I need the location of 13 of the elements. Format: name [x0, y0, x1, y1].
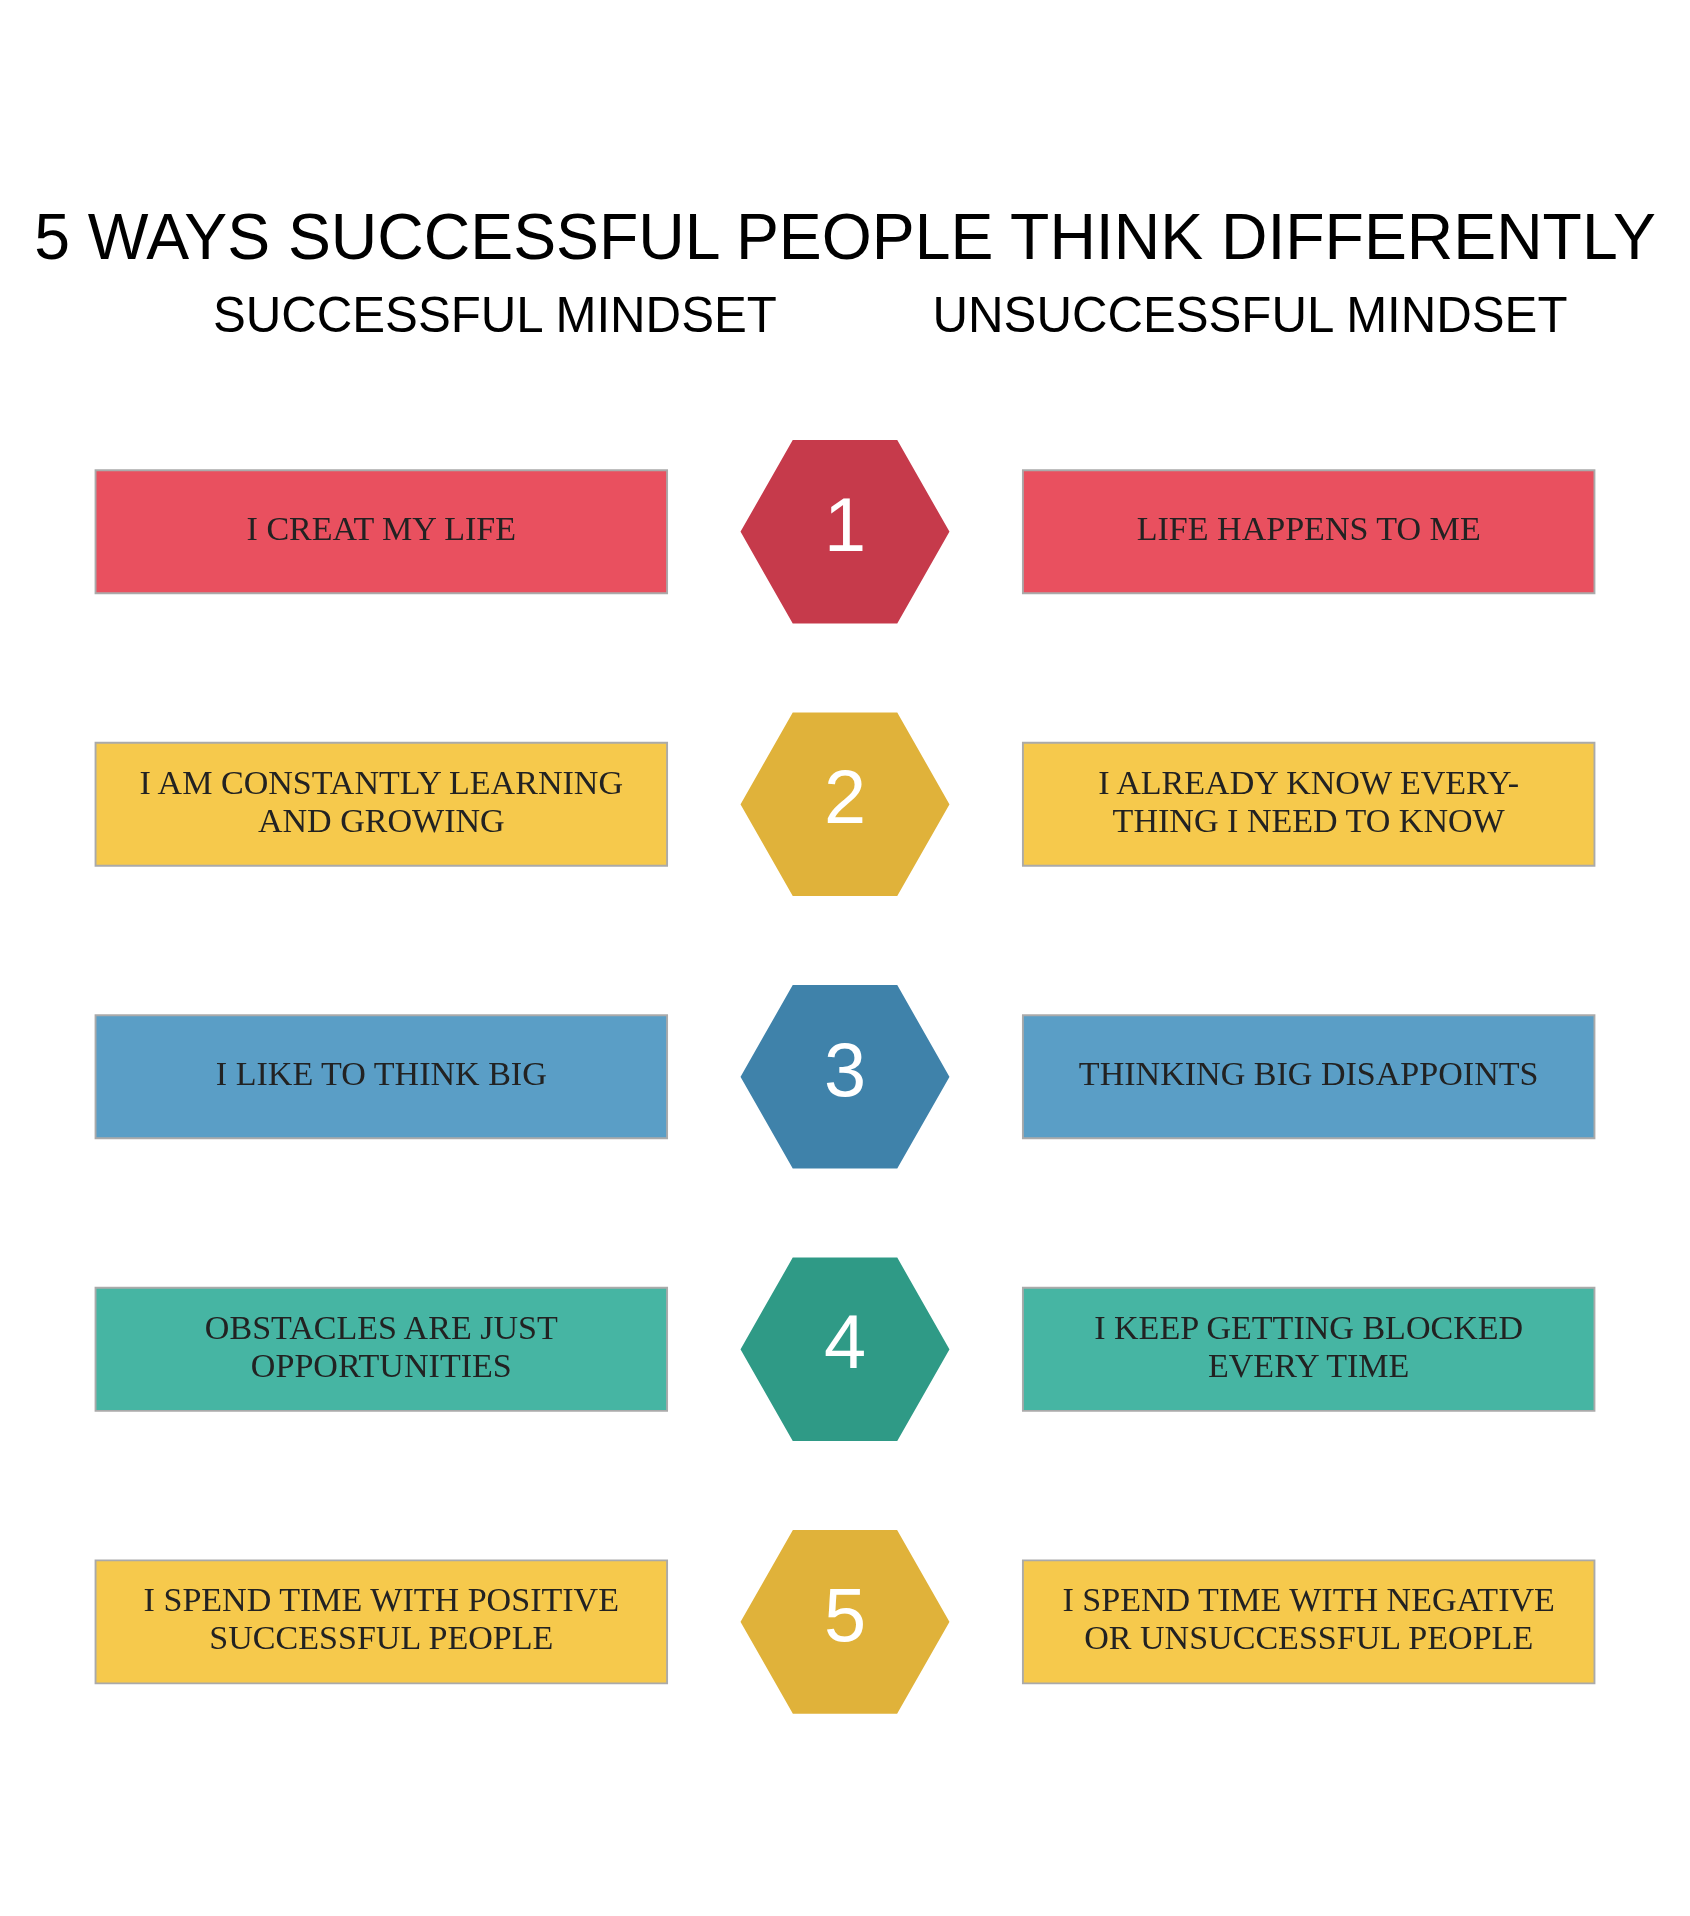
node-box: I SPEND TIME WITH POSITIVE SUCCESSFUL PEOPLE — [94, 1558, 669, 1684]
node-box: THINKING BIG DISAPPOINTS — [1021, 1013, 1596, 1139]
node-box: I SPEND TIME WITH NEGATIVE OR UNSUCCESSFUL PEOPLE — [1021, 1558, 1596, 1684]
diagram-title: 5 WAYS SUCCESSFUL PEOPLE THINK DIFFERENTLY — [34, 200, 1656, 273]
node-box: I LIKE TO THINK BIG — [94, 1013, 669, 1139]
label: SUCCESSFUL MINDSET — [212, 286, 777, 342]
node-box: I AM CONSTANTLY LEARNING AND GROWING — [94, 741, 669, 867]
node-box: I ALREADY KNOW EVERY- THING I NEED TO KNOW — [1021, 741, 1596, 867]
label: UNSUCCESSFUL MINDSET — [932, 286, 1568, 342]
node-box: I CREAT MY LIFE — [94, 468, 669, 594]
node-box: OBSTACLES ARE JUST OPPORTUNITIES — [94, 1286, 669, 1412]
node-box: I KEEP GETTING BLOCKED EVERY TIME — [1021, 1286, 1596, 1412]
node-box: LIFE HAPPENS TO ME — [1021, 468, 1596, 594]
